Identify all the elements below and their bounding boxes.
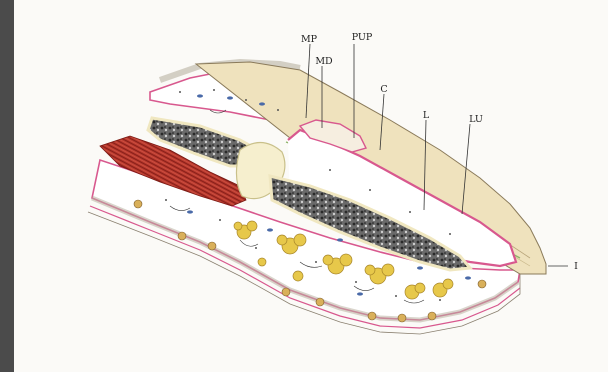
label-I: I [574, 261, 578, 272]
label-L: L [423, 110, 430, 121]
label-MD: MD [315, 56, 333, 67]
label-LU: LU [469, 114, 483, 125]
label-MP: MP [301, 34, 318, 45]
label-C: C [380, 84, 387, 95]
label-PUP: PUP [352, 32, 373, 43]
